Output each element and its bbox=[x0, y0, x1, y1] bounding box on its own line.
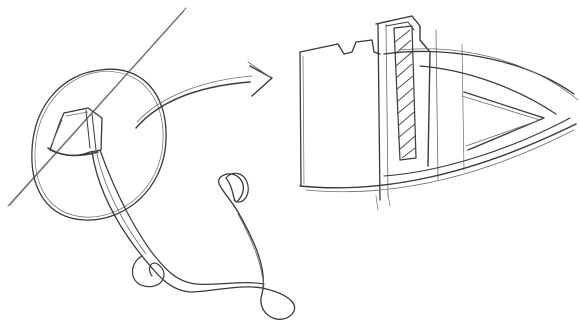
looping-cable bbox=[91, 149, 296, 320]
enlarged-profile-detail bbox=[299, 15, 579, 211]
curved-arrow bbox=[135, 61, 273, 129]
diagonal-guide-line bbox=[7, 7, 187, 207]
hatched-section bbox=[393, 25, 417, 161]
magnifier-circle bbox=[31, 68, 167, 221]
small-profile-in-circle bbox=[47, 107, 103, 157]
